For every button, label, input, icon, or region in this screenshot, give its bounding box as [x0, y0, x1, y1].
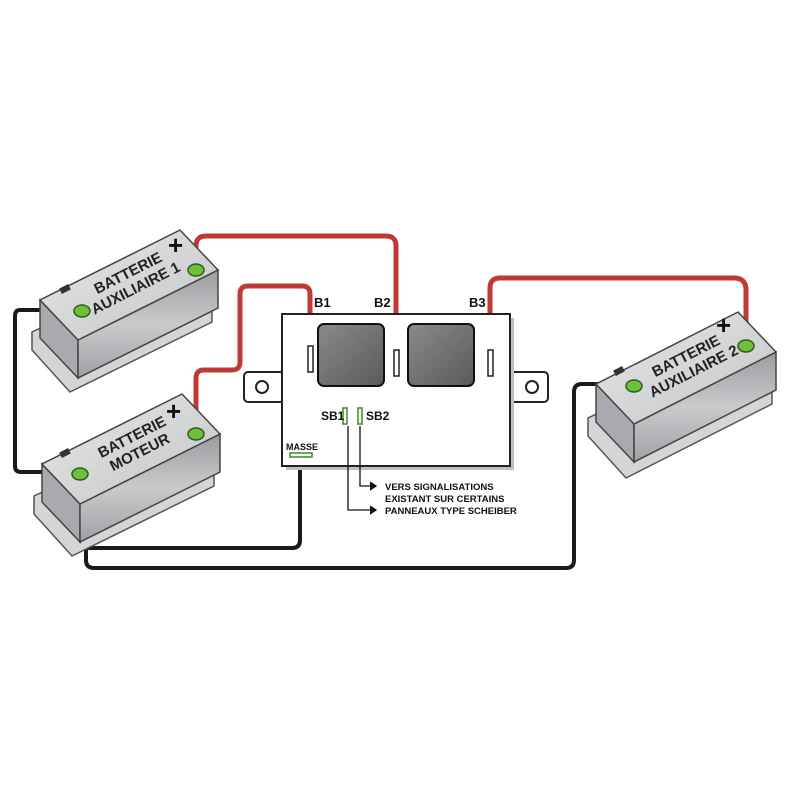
- cable-aux2-pos-to-b3: [487, 275, 749, 355]
- battery-vent: [59, 284, 71, 294]
- battery-vent: [59, 448, 71, 458]
- signal-terminal-sb1: [342, 407, 348, 425]
- terminal-stud-b2: [393, 349, 400, 377]
- battery-top: [594, 311, 778, 425]
- signal-note-line2: EXISTANT SUR CERTAINS: [385, 494, 504, 505]
- terminal-stud-b3: [487, 349, 494, 377]
- ground-label: MASSE: [286, 442, 318, 452]
- battery-aux2: BATTERIE AUXILIAIRE 2 +: [587, 310, 778, 479]
- negative-terminal: [73, 304, 91, 318]
- terminal-label-b2: B2: [374, 295, 391, 310]
- cable-motor-neg-to-aux2-neg: [84, 382, 638, 570]
- terminal-stud-b1: [307, 345, 314, 373]
- cable-aux1-neg-to-motor-neg: [13, 308, 82, 474]
- terminal-label-b3: B3: [469, 295, 486, 310]
- negative-terminal: [625, 379, 643, 393]
- plus-sign-icon: +: [168, 230, 183, 260]
- terminal-label-b1: B1: [314, 295, 331, 310]
- battery-coupler: B1 B2 B3 SB1 SB2 MASSE: [243, 295, 549, 470]
- cable-motor-pos-to-b1: [193, 283, 313, 435]
- battery-vent: [613, 366, 625, 376]
- battery-aux1: BATTERIE AUXILIAIRE 1 +: [31, 229, 220, 393]
- cable-aux1-pos-to-b2: [193, 233, 399, 355]
- signal-terminal-sb2: [357, 407, 363, 425]
- signal-label-sb2: SB2: [366, 409, 390, 423]
- signal-note-line1: VERS SIGNALISATIONS: [385, 482, 494, 493]
- signal-label-sb1: SB1: [321, 409, 345, 423]
- battery-motor: BATTERIE MOTEUR +: [33, 393, 222, 557]
- arrow-head-icon: [369, 481, 378, 491]
- plus-sign-icon: +: [166, 396, 181, 426]
- plus-sign-icon: +: [716, 310, 731, 340]
- positive-terminal: [187, 263, 205, 277]
- signal-note-line3: PANNEAUX TYPE SCHEIBER: [385, 506, 517, 517]
- positive-terminal: [187, 427, 205, 441]
- arrow-head-icon: [369, 505, 378, 515]
- relay-left: [317, 323, 385, 387]
- mount-hole-right: [525, 380, 539, 394]
- positive-terminal: [737, 339, 755, 353]
- relay-right: [407, 323, 475, 387]
- mount-hole-left: [255, 380, 269, 394]
- ground-terminal: [289, 452, 313, 458]
- negative-terminal: [71, 467, 89, 481]
- signal-leader-lines: [347, 426, 378, 515]
- positive-cables: [193, 233, 749, 435]
